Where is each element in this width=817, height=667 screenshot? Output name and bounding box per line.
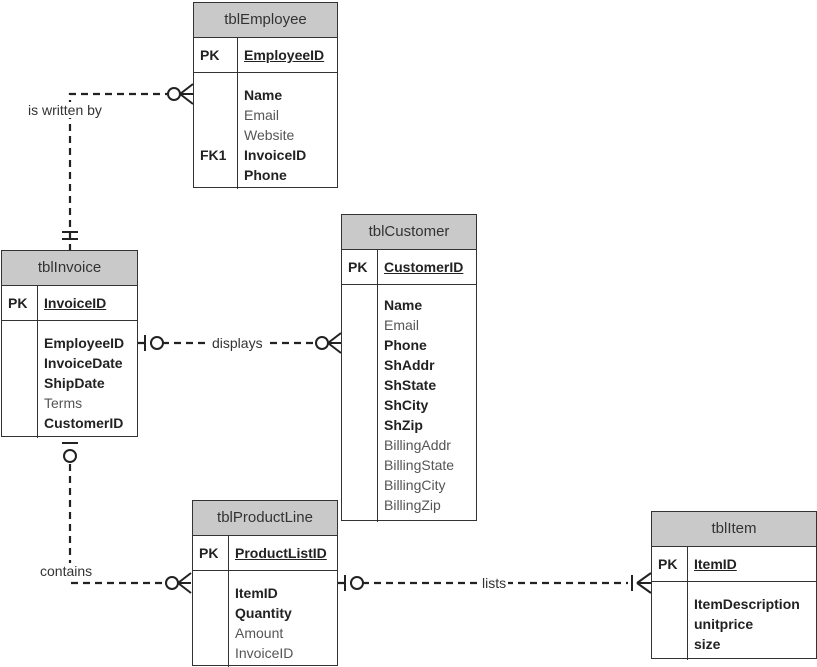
field-billingzip: BillingZip <box>384 497 441 513</box>
rel-label-written-by: is written by <box>26 102 104 118</box>
crow-zero-many-employee <box>167 83 194 105</box>
key-column: FK1 <box>194 73 238 189</box>
fields-section: FK1 Name Email Website InvoiceID Phone <box>194 73 337 189</box>
field-column: ItemID Quantity Amount InvoiceID <box>229 571 337 667</box>
crow-one-many-item <box>631 572 652 594</box>
pk-label: PK <box>193 536 229 570</box>
crow-zero-many-productline <box>165 572 192 594</box>
pk-field: InvoiceID <box>44 295 107 311</box>
key-column <box>342 285 378 522</box>
pk-row: PK InvoiceID <box>2 286 137 321</box>
pk-row: PK CustomerID <box>342 250 476 285</box>
pk-label: PK <box>2 286 38 320</box>
field-employeeid: EmployeeID <box>44 335 125 351</box>
field-itemdescription: ItemDescription <box>694 596 800 612</box>
table-title: tblCustomer <box>342 215 476 250</box>
pk-label: PK <box>652 547 688 581</box>
field-invoicedate: InvoiceDate <box>44 355 123 371</box>
bar-one-one-invoice-top <box>62 231 78 240</box>
key-cell <box>200 165 237 185</box>
rel-contains-line <box>68 464 168 585</box>
pk-field: ProductListID <box>235 545 327 561</box>
field-amount: Amount <box>235 625 284 641</box>
field-column: EmployeeID InvoiceDate ShipDate Terms Cu… <box>38 321 137 438</box>
key-column <box>652 582 688 660</box>
pk-row: PK ProductListID <box>193 536 337 571</box>
pk-field: CustomerID <box>384 259 464 275</box>
field-name: Name <box>384 297 423 313</box>
field-terms: Terms <box>44 395 83 411</box>
fields-section: ItemID Quantity Amount InvoiceID <box>193 571 337 667</box>
field-website: Website <box>244 127 295 143</box>
table-title: tblProductLine <box>193 501 337 536</box>
pk-row: PK ItemID <box>652 547 816 582</box>
field-billingstate: BillingState <box>384 457 455 473</box>
bar-zero-one-invoice-right <box>144 335 164 351</box>
key-cell <box>200 85 237 105</box>
field-quantity: Quantity <box>235 605 292 621</box>
pk-label: PK <box>194 38 238 72</box>
field-email: Email <box>244 107 280 123</box>
table-employee[interactable]: tblEmployee PK EmployeeID FK1 Name Email… <box>193 2 338 189</box>
field-phone: Phone <box>244 167 287 183</box>
field-customerid: CustomerID <box>44 415 124 431</box>
table-item[interactable]: tblItem PK ItemID ItemDescription unitpr… <box>651 511 817 660</box>
key-column <box>2 321 38 438</box>
field-column: ItemDescription unitprice size <box>688 582 816 660</box>
table-productline[interactable]: tblProductLine PK ProductListID ItemID Q… <box>192 500 338 667</box>
field-shzip: ShZip <box>384 417 423 433</box>
table-title: tblItem <box>652 512 816 547</box>
rel-written-by-line <box>68 92 168 251</box>
rel-label-lists: lists <box>480 575 509 591</box>
table-invoice[interactable]: tblInvoice PK InvoiceID EmployeeID Invoi… <box>1 250 138 438</box>
field-shcity: ShCity <box>384 397 429 413</box>
field-unitprice: unitprice <box>694 616 754 632</box>
table-customer[interactable]: tblCustomer PK CustomerID Name Email Pho… <box>341 214 477 522</box>
key-cell <box>200 105 237 125</box>
field-size: size <box>694 636 721 652</box>
field-shipdate: ShipDate <box>44 375 105 391</box>
field-itemid: ItemID <box>235 585 278 601</box>
fields-section: Name Email Phone ShAddr ShState ShCity S… <box>342 285 476 522</box>
field-email: Email <box>384 317 420 333</box>
rel-label-contains: contains <box>38 563 95 579</box>
bar-zero-one-productline-right <box>344 575 364 591</box>
field-shaddr: ShAddr <box>384 357 435 373</box>
pk-field: EmployeeID <box>244 47 325 63</box>
key-cell <box>200 125 237 145</box>
pk-row: PK EmployeeID <box>194 38 337 73</box>
field-column: Name Email Phone ShAddr ShState ShCity S… <box>378 285 476 522</box>
field-column: Name Email Website InvoiceID Phone <box>238 73 337 189</box>
bar-zero-one-invoice-bottom <box>62 442 78 463</box>
field-shstate: ShState <box>384 377 437 393</box>
field-phone: Phone <box>384 337 427 353</box>
fields-section: EmployeeID InvoiceDate ShipDate Terms Cu… <box>2 321 137 438</box>
pk-label: PK <box>342 250 378 284</box>
key-cell: FK1 <box>200 147 227 163</box>
pk-field: ItemID <box>694 556 737 572</box>
field-invoiceid: InvoiceID <box>244 147 307 163</box>
rel-label-displays: displays <box>210 335 265 351</box>
field-billingcity: BillingCity <box>384 477 446 493</box>
field-name: Name <box>244 87 283 103</box>
crow-zero-many-customer <box>315 332 342 354</box>
field-invoiceid: InvoiceID <box>235 645 294 661</box>
table-title: tblEmployee <box>194 3 337 38</box>
fields-section: ItemDescription unitprice size <box>652 582 816 660</box>
table-title: tblInvoice <box>2 251 137 286</box>
key-column <box>193 571 229 667</box>
field-billingaddr: BillingAddr <box>384 437 451 453</box>
